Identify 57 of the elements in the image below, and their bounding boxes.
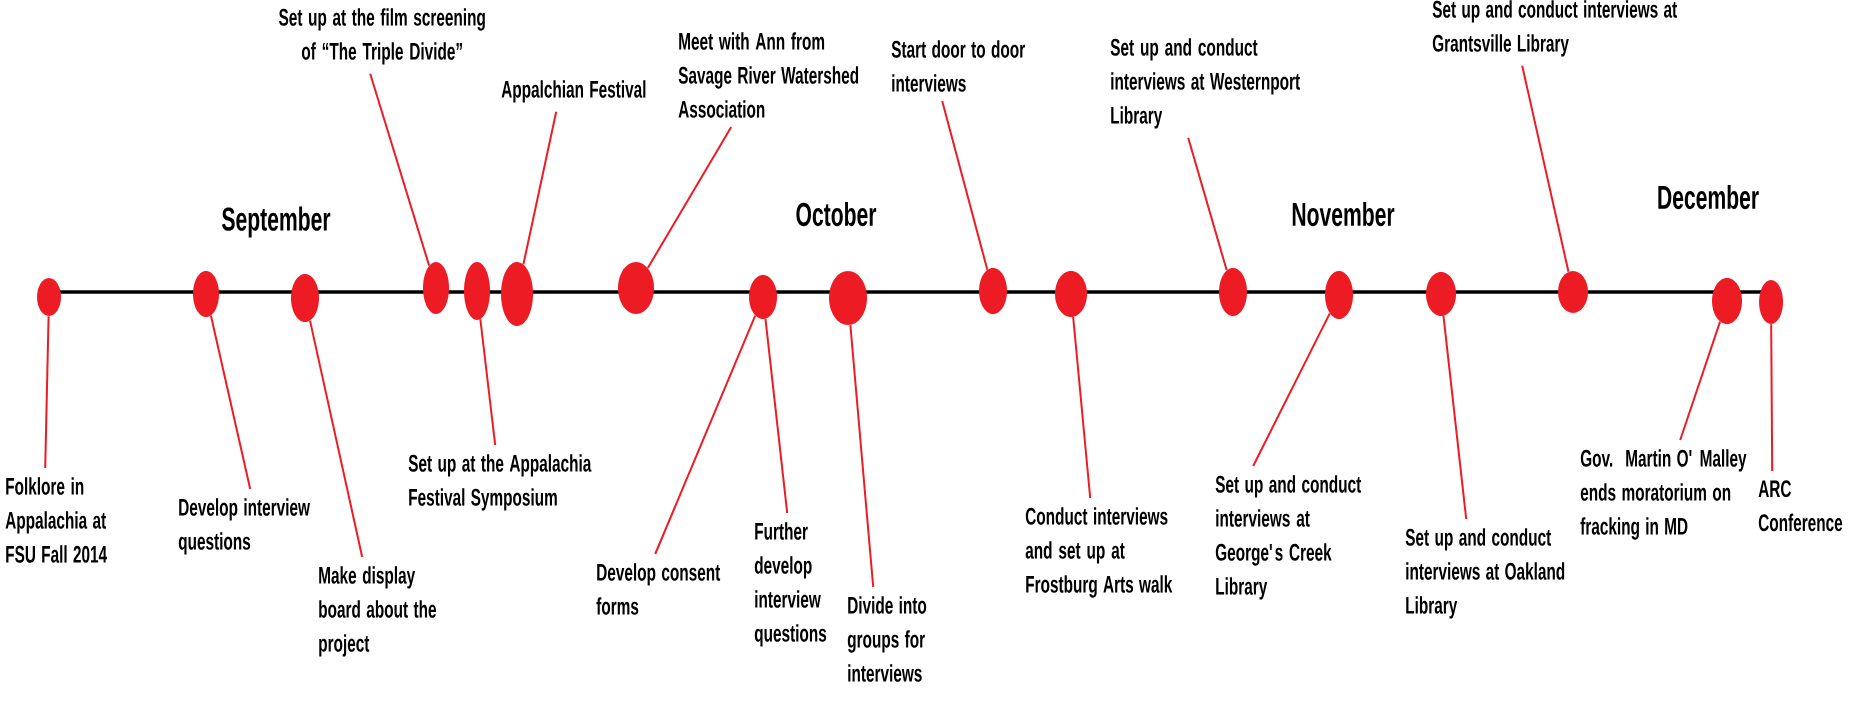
- event-label: Set up at the film screening of “The Triple Divide”: [279, 8, 485, 65]
- event-label: Set up and conduct interviews at Grantsville Library: [1432, 0, 1677, 57]
- leader-line: [1072, 316, 1092, 499]
- event-label: Conduct interviews and set up at Frostburg Arts walk: [1025, 507, 1173, 598]
- timeline-dot: [1426, 272, 1456, 316]
- leader-line: [1442, 314, 1468, 520]
- event-label: Gov. Martin O' Malley ends moratorium on fracking in MD: [1580, 449, 1747, 540]
- leader-line: [369, 72, 431, 267]
- timeline-dot: [1558, 271, 1588, 313]
- event-label: Start door to door interviews: [891, 40, 1025, 92]
- leader-line: [1187, 136, 1228, 272]
- timeline-dot: [193, 271, 219, 317]
- leader-line: [209, 314, 252, 490]
- event-label: Set up and conduct interviews at Oakland Library: [1405, 528, 1565, 619]
- event-label: Further develop interview questions: [754, 522, 827, 647]
- leader-line: [646, 126, 733, 270]
- leader-line: [849, 324, 875, 588]
- leader-line: [479, 318, 497, 446]
- event-label: Folklore in Appalachia at FSU Fall 2014: [5, 477, 107, 563]
- leader-line: [1252, 312, 1331, 467]
- leader-line: [941, 100, 989, 271]
- timeline-dot: [1055, 271, 1087, 317]
- month-label: December: [1658, 184, 1759, 210]
- event-label: ARC Conference: [1758, 480, 1843, 532]
- timeline-dot: [979, 268, 1007, 314]
- timeline-dot: [37, 278, 61, 316]
- timeline-dot: [291, 274, 319, 322]
- leader-line: [1521, 64, 1570, 273]
- event-label: Develop consent forms: [596, 563, 721, 615]
- timeline-dot: [1219, 268, 1247, 316]
- leader-line: [1770, 323, 1774, 472]
- timeline-dot: [829, 271, 867, 325]
- timeline-dot: [1712, 278, 1742, 324]
- timeline-dot: [1759, 280, 1783, 324]
- leader-line: [654, 314, 757, 555]
- timeline-dot: [1325, 271, 1353, 319]
- leader-line: [309, 319, 364, 558]
- event-label: Set up and conduct interviews at George's Creek Library: [1215, 475, 1362, 600]
- event-label: Make display board about the project: [319, 566, 436, 657]
- leader-line: [44, 315, 50, 469]
- event-label: Develop interview questions: [178, 498, 310, 555]
- leader-line: [1679, 320, 1722, 441]
- event-label: Divide into groups for interviews: [847, 596, 927, 682]
- month-label: October: [796, 201, 877, 227]
- month-label: November: [1292, 201, 1395, 227]
- timeline-dot: [749, 275, 777, 319]
- timeline-dot: [464, 262, 490, 320]
- event-label: Appalchian Festival: [501, 80, 646, 103]
- timeline-dot: [423, 262, 449, 314]
- timeline-dot: [501, 262, 533, 326]
- leader-line: [522, 110, 558, 266]
- event-label: Set up and conduct interviews at Westernport Library: [1110, 38, 1300, 129]
- timeline-dot: [618, 262, 654, 314]
- event-label: Set up at the Appalachia Festival Symposium: [408, 454, 592, 511]
- event-label: Meet with Ann from Savage River Watershed Association: [678, 32, 859, 118]
- month-label: September: [222, 206, 331, 238]
- leader-line: [764, 317, 789, 514]
